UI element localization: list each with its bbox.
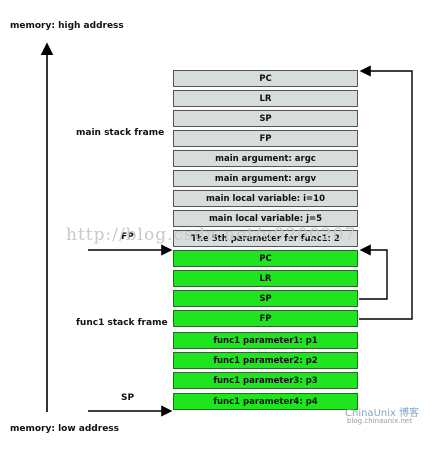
func1-cell-sp: SP (173, 290, 358, 307)
saved-fp-link-arrow (359, 65, 413, 320)
chinaunix-url: blog.chinaunix.net (347, 417, 412, 425)
csdn-watermark: http://blog.csdn.net/u0200207 (66, 225, 357, 245)
main-cell-var-i: main local variable: i=10 (173, 190, 358, 207)
fp-label: FP (121, 232, 134, 242)
func1-cell-p2: func1 parameter2: p2 (173, 352, 358, 369)
func1-cell-p4: func1 parameter4: p4 (173, 393, 358, 410)
main-cell-sp: SP (173, 110, 358, 127)
func1-cell-fp: FP (173, 310, 358, 327)
main-cell-lr: LR (173, 90, 358, 107)
func1-cell-lr: LR (173, 270, 358, 287)
main-cell-pc: PC (173, 70, 358, 87)
func1-cell-p3: func1 parameter3: p3 (173, 372, 358, 389)
func1-frame-label: func1 stack frame (76, 318, 168, 328)
main-cell-argc: main argument: argc (173, 150, 358, 167)
func1-cell-p1: func1 parameter1: p1 (173, 332, 358, 349)
main-cell-5th-param: The 5th parameter for func1: 2 (173, 230, 358, 247)
chinaunix-logo: ChinaUnix 博客 (345, 408, 420, 419)
low-address-label: memory: low address (10, 424, 120, 434)
main-frame-label: main stack frame (76, 128, 165, 138)
main-cell-argv: main argument: argv (173, 170, 358, 187)
high-address-label: memory: high address (10, 21, 124, 31)
saved-sp-link-arrow (359, 244, 388, 300)
func1-cell-pc: PC (173, 250, 358, 267)
main-cell-fp: FP (173, 130, 358, 147)
main-cell-var-j: main local variable: j=5 (173, 210, 358, 227)
sp-label: SP (121, 393, 135, 403)
